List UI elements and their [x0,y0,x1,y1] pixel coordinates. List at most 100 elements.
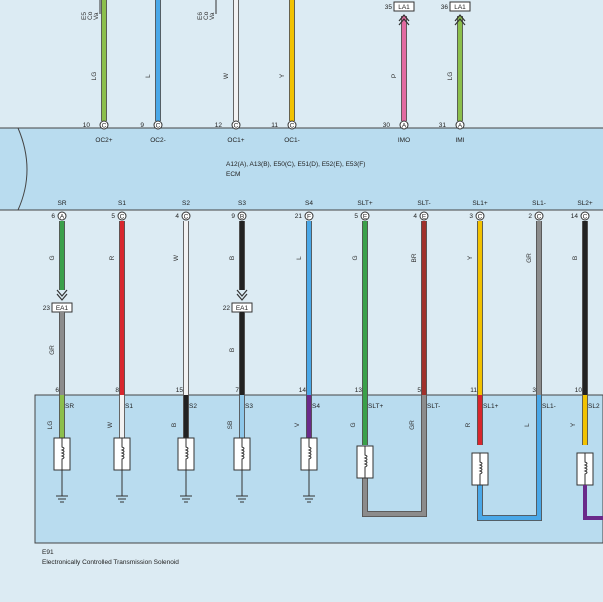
pin-S2 [181,211,191,221]
top-pin-number-IMO: 30 [383,122,391,129]
solenoid-coil-SL2 [576,452,594,486]
wire-lower-code-SR: GR [49,345,56,355]
top-pin-IMI [455,120,465,130]
sol-pin-name-SL1-: SL1- [542,403,556,410]
pin-number-S2: 4 [175,213,179,220]
pin-name-SLT-: SLT- [417,200,430,207]
top-left-vertical-text-1-0: E6 [197,12,204,20]
pin-number-SL1-: 2 [528,213,532,220]
top-pin-IMI-letter: A [458,122,463,129]
pin-SL1- [534,211,544,221]
top-pin-OC1- [287,120,297,130]
top-pin-OC1+-letter: C [234,122,239,129]
sol-pin-name-S2: S2 [189,403,197,410]
sol-pin-number-SR: 6 [55,387,59,394]
sol-pin-name-S1: S1 [125,403,133,410]
pin-S4-letter: F [307,213,311,220]
pin-number-S4: 21 [295,213,303,220]
pin-name-SLT+: SLT+ [357,200,372,207]
solenoid-coil-S1 [113,437,131,471]
sol-pin-name-SR: SR [65,403,74,410]
top-connector-box-IMI [449,1,471,12]
top-pin-name-IMO: IMO [398,137,410,144]
sol-pin-name-SL1+: SL1+ [483,403,499,410]
pin-name-SR: SR [57,200,66,207]
pin-SL1--letter: C [537,213,542,220]
top-pin-IMO-letter: A [402,122,407,129]
solenoid-coil-S3 [233,437,251,471]
pin-SL1+-letter: C [478,213,483,220]
pin-SL2+ [580,211,590,221]
sol-pin-number-S2: 15 [176,387,184,394]
pin-name-SL2+: SL2+ [577,200,593,207]
sol-wire-code-S2: B [171,423,178,427]
pin-number-SLT-: 4 [413,213,417,220]
ea1-label-SR: EA1 [56,305,69,312]
top-pin-OC1+ [231,120,241,130]
pin-number-SR: 6 [51,213,55,220]
pin-SL1+ [475,211,485,221]
ea1-chevron-SR [56,289,68,297]
top-connector-box-IMO [393,1,415,12]
sol-wire-code-S3: SB [227,421,234,430]
ecm-name-label: ECM [226,171,240,178]
pin-S1 [117,211,127,221]
top-pin-OC2+-letter: C [102,122,107,129]
pin-S4 [304,211,314,221]
top-connector-chevron2-IMI [454,18,466,26]
sol-wire-code-SL2+: Y [570,422,577,427]
solenoid-coil-SL2-winding [583,453,588,485]
sl2-return [583,485,603,520]
top-left-vertical-text-0-1: Co [87,11,94,20]
pin-name-S2: S2 [182,200,190,207]
top-left-vertical-text-0-2: Va [93,12,100,20]
ea1-label-S3: EA1 [236,305,249,312]
wire-code-SL1-: GR [526,253,533,263]
sol-wire-code-S4: V [294,422,301,427]
solenoid-coil-S2 [177,437,195,471]
top-pin-number-OC2-: 9 [140,122,144,129]
pin-SR-letter: A [60,213,65,220]
sol-wire-code-SLT+: G [350,422,357,427]
top-pin-number-OC1+: 12 [215,122,223,129]
solenoid-coil-SLT [356,445,374,479]
wire-lower-code-S3: B [229,348,236,352]
top-wire-code-OC2-: L [145,74,152,78]
top-pin-name-IMI: IMI [455,137,464,144]
top-pin-number-IMI: 31 [439,122,447,129]
sol-pin-number-SLT-: 5 [417,387,421,394]
sol-pin-name-SL2+: SL2 [588,403,600,410]
top-wire-code-OC2+: LG [91,72,98,81]
top-connector-pin-IMO: 35 [385,4,393,11]
sl1-loop [477,395,542,521]
wire-code-SLT-: BR [411,253,418,262]
wire-code-S3: B [229,256,236,260]
solenoid-coil-SLT-winding [363,446,368,478]
sol-wire-code-SL1+: R [465,422,472,427]
sol-pin-name-S3: S3 [245,403,253,410]
wire-code-SLT+: G [352,255,359,260]
top-wire-code-OC1+: W [223,72,230,79]
wire-code-SR: G [49,255,56,260]
sol-pin-number-SL1+: 11 [470,387,477,394]
pin-S2-letter: C [184,213,189,220]
sol-pin-number-SL1-: 3 [532,387,536,394]
top-pin-OC1--letter: C [290,122,295,129]
ecm-connectors-label: A12(A), A13(B), E50(C), E51(D), E52(E), … [226,161,365,168]
top-pin-name-OC1-: OC1- [284,137,300,144]
pin-SR [57,211,67,221]
wire-code-S1: R [109,255,116,260]
sol-pin-number-SLT+: 13 [355,387,363,394]
sol-wire-code-SLT-: GR [409,420,416,430]
sol-pin-number-S3: 7 [235,387,239,394]
top-pin-OC2+ [99,120,109,130]
top-connector-chevron-IMO [398,14,410,22]
pin-number-SL1+: 3 [469,213,473,220]
wire-code-SL2+: B [572,256,579,260]
pin-SLT--letter: E [422,213,427,220]
sol-pin-number-S4: 14 [299,387,307,394]
solenoid-coil-SR [53,437,71,471]
pin-name-S3: S3 [238,200,246,207]
